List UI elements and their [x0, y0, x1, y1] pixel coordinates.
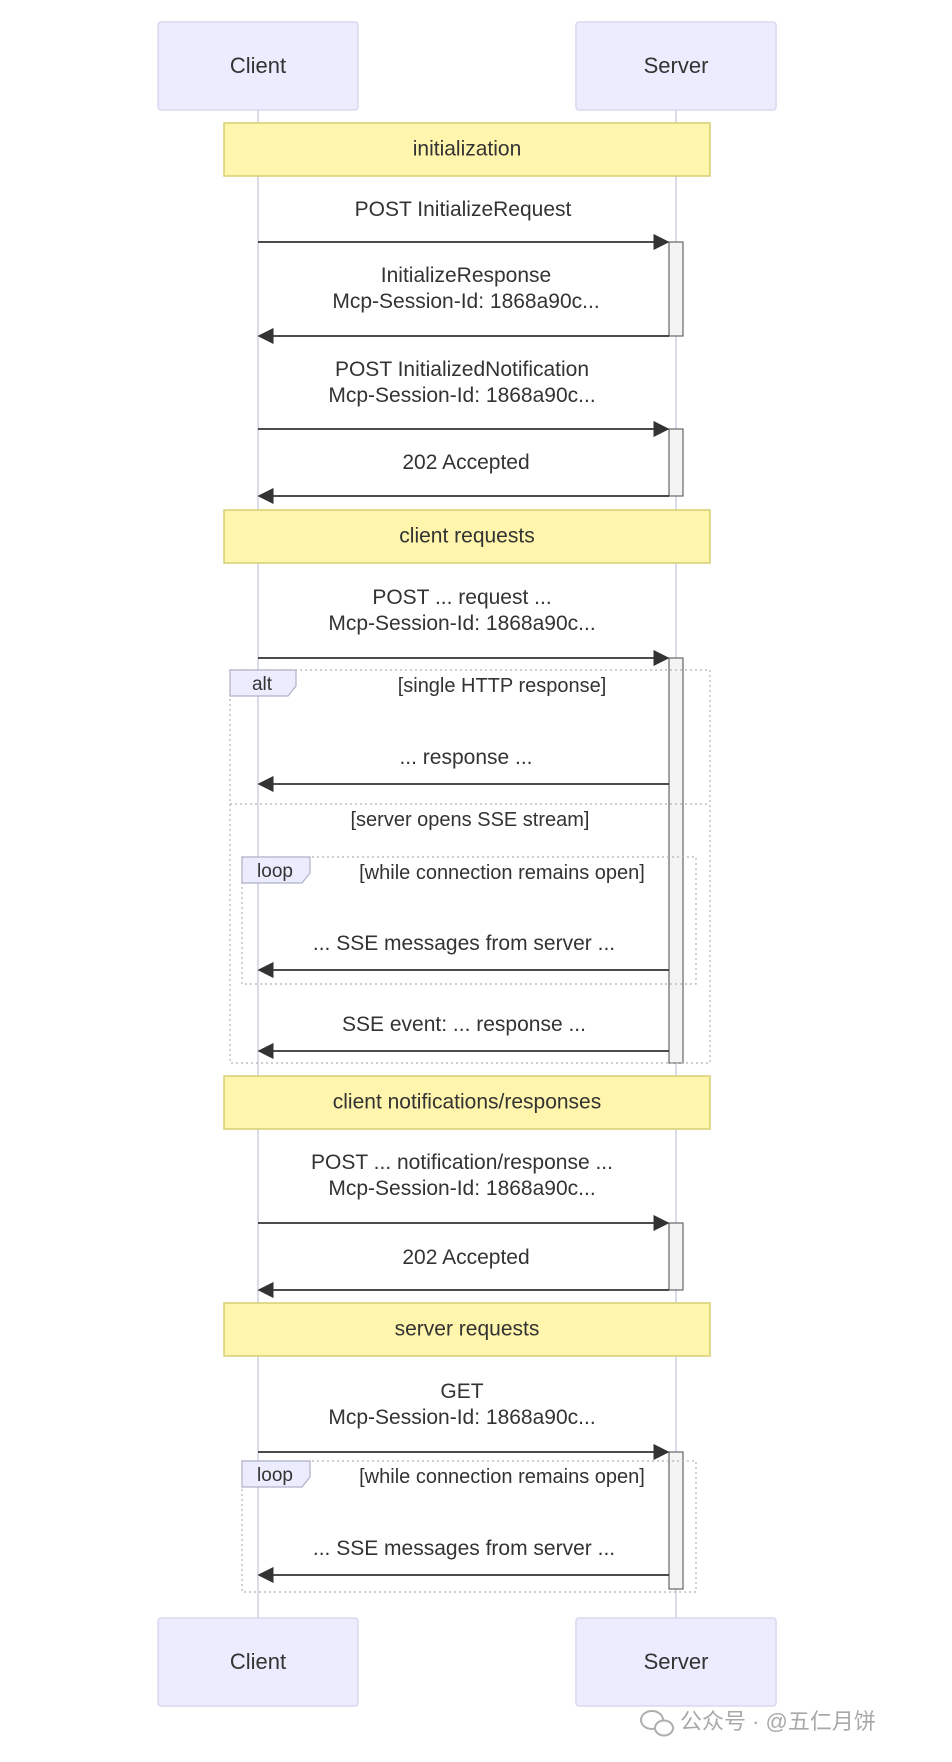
client-actor-bottom: Client — [157, 1617, 359, 1707]
loop-condition: [while connection remains open] — [359, 1466, 645, 1488]
alt-frame-label: alt — [252, 674, 273, 695]
server-actor-label: Server — [644, 1649, 709, 1674]
message-label: 202 Accepted — [402, 1246, 529, 1269]
message-label: 202 Accepted — [402, 451, 529, 474]
alt-frame: alt [single HTTP response] [server opens… — [229, 669, 711, 1064]
alt-condition-1: [single HTTP response] — [398, 675, 607, 697]
message-label: POST InitializeRequest — [355, 198, 572, 221]
activation-box — [668, 1451, 684, 1590]
message-label: ... SSE messages from server ... — [313, 932, 615, 955]
note-client-requests: client requests — [223, 509, 711, 564]
note-client-notifications-text: client notifications/responses — [333, 1091, 601, 1114]
message-label: Mcp-Session-Id: 1868a90c... — [328, 384, 595, 407]
loop-frame-tag — [241, 856, 311, 884]
message-label: GET — [440, 1380, 483, 1403]
loop-frame: loop [while connection remains open] — [241, 856, 697, 985]
client-actor-label: Client — [230, 1649, 286, 1674]
server-actor-label: Server — [644, 53, 709, 78]
message-label: SSE event: ... response ... — [342, 1013, 586, 1036]
message-label: Mcp-Session-Id: 1868a90c... — [328, 1406, 595, 1429]
wechat-icon — [640, 1710, 674, 1737]
message-label: ... response ... — [399, 746, 532, 769]
activation-box — [668, 241, 684, 337]
message-label: Mcp-Session-Id: 1868a90c... — [328, 1177, 595, 1200]
message-label: InitializeResponse — [381, 264, 551, 287]
note-client-requests-text: client requests — [399, 525, 534, 548]
activation-box — [668, 1222, 684, 1291]
note-client-notifications: client notifications/responses — [223, 1075, 711, 1130]
loop-frame-label: loop — [257, 861, 293, 882]
message-label: Mcp-Session-Id: 1868a90c... — [328, 612, 595, 635]
message-label: POST InitializedNotification — [335, 358, 589, 381]
loop-condition: [while connection remains open] — [359, 862, 645, 884]
watermark-text: 公众号 · @五仁月饼 — [680, 1709, 876, 1734]
message-label: POST ... request ... — [372, 586, 551, 609]
client-actor-label: Client — [230, 53, 286, 78]
message-label: ... SSE messages from server ... — [313, 1537, 615, 1560]
loop-frame: loop [while connection remains open] — [241, 1460, 697, 1593]
server-actor-top: Server — [575, 21, 777, 111]
note-initialization: initialization — [223, 122, 711, 177]
message-label: POST ... notification/response ... — [311, 1151, 613, 1174]
server-actor-bottom: Server — [575, 1617, 777, 1707]
note-server-requests: server requests — [223, 1302, 711, 1357]
alt-frame-tag — [229, 669, 297, 697]
loop-frame-label: loop — [257, 1465, 293, 1486]
alt-condition-2: [server opens SSE stream] — [351, 809, 590, 831]
activation-box — [668, 657, 684, 1064]
watermark: 公众号 · @五仁月饼 — [640, 1709, 876, 1737]
activation-box — [668, 428, 684, 497]
client-actor-top: Client — [157, 21, 359, 111]
note-initialization-text: initialization — [413, 138, 522, 161]
message-label: Mcp-Session-Id: 1868a90c... — [332, 290, 599, 313]
loop-frame-tag — [241, 1460, 311, 1488]
note-server-requests-text: server requests — [395, 1318, 540, 1341]
